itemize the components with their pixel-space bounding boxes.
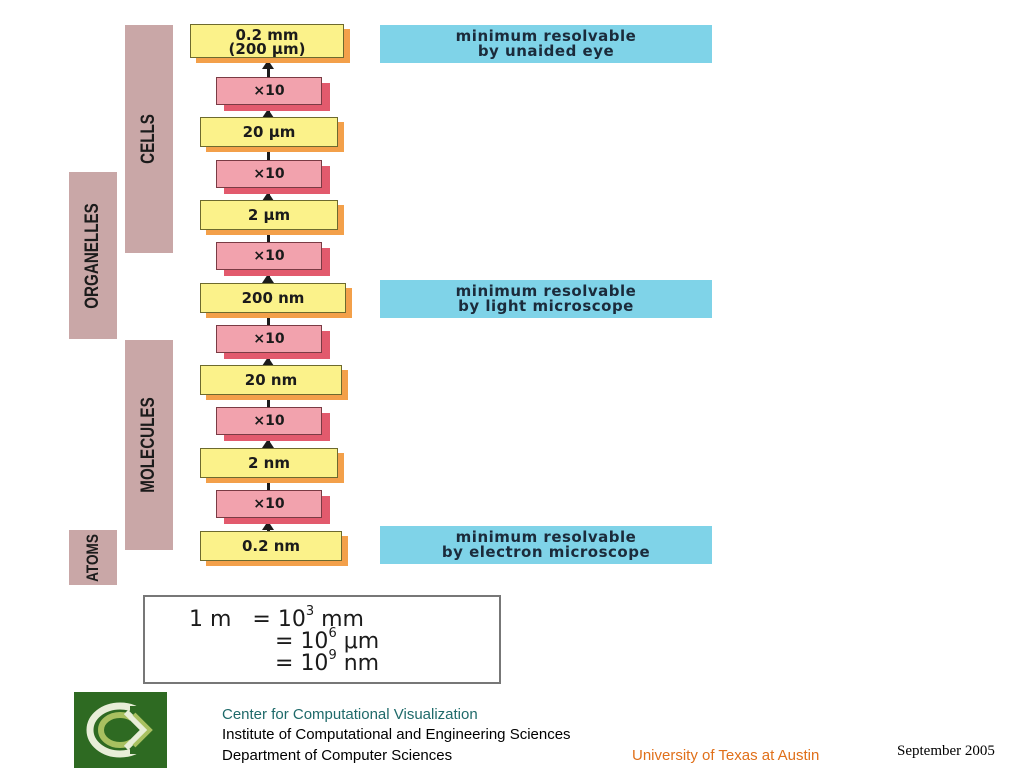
ccv-logo-icon (86, 702, 156, 758)
footer-department: Department of Computer Sciences (222, 747, 453, 764)
formula-unit: mm (321, 607, 364, 632)
note-line: by unaided eye (477, 42, 615, 60)
note-light-microscope: minimum resolvable by light microscope (380, 280, 712, 318)
multiplier-box: ×10 (216, 325, 322, 353)
formula-row-nm: = 109 nm (275, 648, 380, 676)
formula-equals: = (275, 651, 294, 676)
note-unaided-eye: minimum resolvable by unaided eye (380, 25, 712, 63)
note-line: by light microscope (458, 297, 634, 315)
footer-center-name: Center for Computational Visualization (222, 706, 478, 723)
category-bar-cells: CELLS (125, 25, 173, 253)
scale-box-line: 0.2 mm (235, 26, 299, 44)
scale-box-0.2mm: 0.2 mm (200 μm) (190, 24, 344, 58)
footer-date: September 2005 (897, 743, 995, 759)
footer-university: University of Texas at Austin (632, 747, 820, 764)
note-line: minimum resolvable (455, 282, 637, 300)
formula-base: 10 (277, 607, 306, 632)
arrow-up-icon (262, 521, 274, 530)
category-bar-atoms: ATOMS (69, 530, 117, 585)
multiplier-box: ×10 (216, 407, 322, 435)
arrow-up-icon (262, 109, 274, 118)
note-line: minimum resolvable (455, 27, 637, 45)
category-bar-organelles: ORGANELLES (69, 172, 117, 339)
formula-row-mm: 1 m = 103 mm (189, 604, 364, 632)
formula-equals: = (252, 607, 271, 632)
formula-exponent: 3 (305, 604, 315, 619)
arrow-up-icon (262, 60, 274, 69)
category-label-organelles: ORGANELLES (82, 202, 103, 309)
arrow-up-icon (262, 274, 274, 283)
scale-box-2nm: 2 nm (200, 448, 338, 478)
footer-institute: Institute of Computational and Engineeri… (222, 726, 571, 743)
arrow-up-icon (262, 357, 274, 366)
arrow-up-icon (262, 439, 274, 448)
scale-box-200nm: 200 nm (200, 283, 346, 313)
multiplier-box: ×10 (216, 77, 322, 105)
formula-row-um: = 106 μm (275, 626, 380, 654)
scale-box-0.2nm: 0.2 nm (200, 531, 342, 561)
unit-conversion-box: 1 m = 103 mm = 106 μm = 109 nm (143, 595, 501, 684)
scale-box-20nm: 20 nm (200, 365, 342, 395)
formula-base: 10 (300, 651, 329, 676)
formula-unit: nm (343, 651, 380, 676)
category-label-molecules: MOLECULES (138, 397, 159, 493)
note-electron-microscope: minimum resolvable by electron microscop… (380, 526, 712, 564)
category-label-atoms: ATOMS (83, 533, 102, 582)
category-label-cells: CELLS (138, 114, 159, 164)
formula-exponent: 6 (328, 626, 337, 641)
multiplier-box: ×10 (216, 160, 322, 188)
note-line: by electron microscope (441, 543, 651, 561)
formula-exponent: 9 (328, 648, 337, 663)
scale-box-2um: 2 μm (200, 200, 338, 230)
scale-box-20um: 20 μm (200, 117, 338, 147)
scale-box-line: (200 μm) (228, 40, 306, 58)
note-line: minimum resolvable (455, 528, 637, 546)
multiplier-box: ×10 (216, 242, 322, 270)
multiplier-box: ×10 (216, 490, 322, 518)
formula-base: 10 (300, 629, 329, 654)
formula-equals: = (275, 629, 294, 654)
formula-lhs: 1 m (189, 607, 232, 632)
formula-unit: μm (343, 629, 380, 654)
arrow-up-icon (262, 192, 274, 201)
ccv-logo (74, 692, 167, 768)
category-bar-molecules: MOLECULES (125, 340, 173, 550)
